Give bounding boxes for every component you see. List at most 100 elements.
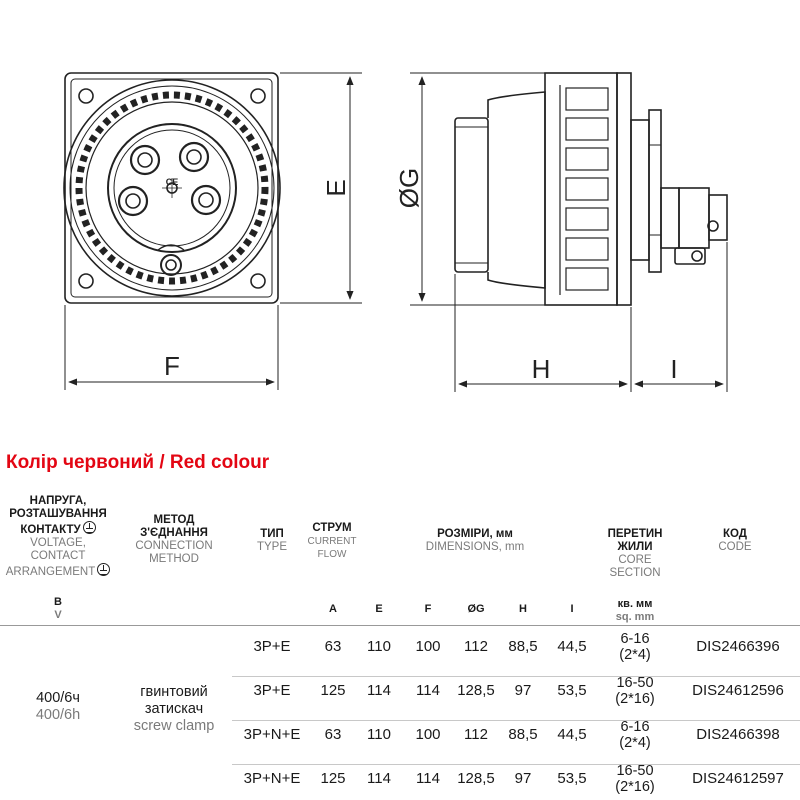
cell-type: 3P+N+E [243, 726, 301, 743]
cell-h: 97 [514, 770, 532, 787]
voltage-value-en: 400/6h [35, 707, 81, 723]
cell-code: DIS2466396 [696, 638, 780, 655]
header-type-en: TYPE [256, 541, 288, 553]
cell-g: 128,5 [457, 682, 495, 699]
cell-e: 114 [367, 682, 391, 699]
dimension-i [634, 242, 728, 392]
cell-e: 110 [367, 638, 391, 655]
cell-section-range: 16-50 [616, 675, 654, 691]
cell-g: 128,5 [457, 770, 495, 787]
socket-face [107, 123, 237, 253]
label-f: F [164, 351, 180, 381]
label-g: ØG [394, 168, 424, 208]
cell-section-max: (2*16) [615, 779, 655, 795]
unit-voltage-ua: В [54, 596, 62, 608]
header-section: ПЕРЕТИН ЖИЛИ CORE SECTION [590, 528, 680, 580]
cell-section-range: 16-50 [616, 763, 654, 779]
cell-a: 125 [320, 770, 346, 787]
cell-i: 53,5 [557, 682, 587, 699]
header-method-en2: METHOD [149, 553, 199, 565]
label-i: I [670, 354, 677, 384]
cell-a: 125 [320, 682, 346, 699]
header-method: МЕТОД З'ЄДНАННЯ CONNECTION METHOD [118, 514, 230, 566]
front-cap [454, 117, 489, 273]
header-code: КОД CODE [690, 528, 780, 554]
knurled-ring [75, 91, 269, 285]
header-voltage-en2: CONTACT [30, 550, 86, 562]
header-code-ua: КОД [722, 528, 747, 540]
cell-section-max: (2*4) [619, 735, 651, 751]
unit-h: H [519, 603, 527, 615]
cell-type: 3P+E [253, 638, 291, 655]
rear-terminal [660, 187, 728, 265]
header-dimensions-ua: РОЗМІРИ, мм [437, 528, 513, 540]
unit-i: I [570, 603, 574, 615]
mounting-hole [250, 88, 266, 104]
voltage-value: 400/6ч 400/6h [0, 690, 116, 724]
cell-a: 63 [324, 726, 342, 743]
header-voltage-en3: ARRANGEMENT [5, 566, 96, 578]
unit-sq-ua: кв. мм [617, 598, 653, 610]
cell-h: 88,5 [508, 726, 538, 743]
cell-section-max: (2*4) [619, 647, 651, 663]
cell-i: 53,5 [557, 770, 587, 787]
row-divider [232, 764, 800, 765]
cell-h: 88,5 [508, 638, 538, 655]
outer-ring [63, 79, 281, 297]
cell-f: 100 [415, 638, 441, 655]
flange [616, 72, 632, 306]
ribbed-collar [544, 72, 618, 306]
unit-g: ØG [467, 603, 485, 615]
cell-e: 110 [367, 726, 391, 743]
cell-h: 97 [514, 682, 532, 699]
cell-f: 100 [415, 726, 441, 743]
cell-f: 114 [416, 770, 440, 787]
header-current-ua: СТРУМ [312, 522, 352, 534]
header-voltage: НАПРУГА, РОЗТАШУВАННЯ КОНТАКТУ VOLTAGE, … [0, 495, 116, 579]
label-e: E [321, 179, 351, 196]
technical-drawing: CE E F [63, 72, 728, 392]
header-current-en1: CURRENT [307, 536, 357, 547]
header-type-ua: ТИП [260, 528, 284, 540]
front-view [63, 72, 281, 304]
ground-icon [97, 563, 111, 576]
unit-sq-en: sq. mm [615, 611, 655, 623]
cell-section-range: 6-16 [620, 719, 650, 735]
unit-e: E [375, 603, 383, 615]
header-voltage-ua2: РОЗТАШУВАННЯ [9, 508, 107, 520]
cell-section-max: (2*16) [615, 691, 655, 707]
dimension-g [410, 72, 545, 306]
cell-i: 44,5 [557, 726, 587, 743]
cell-type: 3P+E [253, 682, 291, 699]
cell-section: 16-50(2*16) [600, 675, 670, 707]
row-divider [232, 720, 800, 721]
header-type: ТИП TYPE [236, 528, 308, 554]
header-section-ua2: ЖИЛИ [617, 541, 653, 553]
cell-code: DIS2466398 [696, 726, 780, 743]
header-current-en2: FLOW [317, 549, 347, 560]
cell-section-range: 6-16 [620, 631, 650, 647]
cell-e: 114 [367, 770, 391, 787]
header-section-en1: CORE [618, 554, 652, 566]
header-section-en2: SECTION [609, 567, 661, 579]
method-value-ua1: гвинтовий [140, 684, 208, 700]
unit-voltage-en: V [54, 609, 62, 621]
mounting-hole [78, 88, 94, 104]
header-section-ua1: ПЕРЕТИН [607, 528, 663, 540]
contact-pins [117, 141, 222, 276]
dimension-f [64, 305, 279, 390]
cell-section: 6-16(2*4) [600, 719, 670, 751]
header-method-ua2: З'ЄДНАННЯ [140, 527, 208, 539]
method-value: гвинтовий затискач screw clamp [118, 684, 230, 735]
voltage-value-ua: 400/6ч [36, 690, 80, 706]
header-voltage-en1: VOLTAGE, [30, 537, 86, 549]
header-method-ua1: МЕТОД [153, 514, 195, 526]
header-current: СТРУМ CURRENT FLOW [300, 522, 364, 561]
method-value-en: screw clamp [133, 718, 215, 734]
cell-i: 44,5 [557, 638, 587, 655]
header-divider [0, 625, 800, 626]
header-voltage-ua3: КОНТАКТУ [20, 524, 81, 536]
dimension-e [280, 72, 362, 304]
cell-section: 6-16(2*4) [600, 631, 670, 663]
dimension-h [454, 274, 632, 392]
